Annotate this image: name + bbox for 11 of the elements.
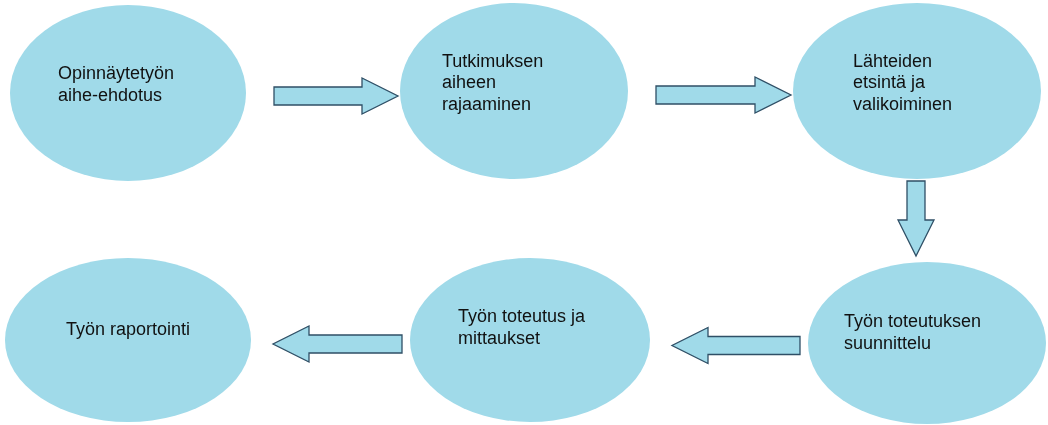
block-arrow bbox=[271, 324, 403, 364]
step-label: Työn raportointi bbox=[65, 319, 191, 341]
step-label: Työn toteutus ja mittaukset bbox=[458, 306, 587, 350]
block-arrow bbox=[896, 180, 936, 258]
block-arrow bbox=[273, 76, 400, 116]
block-arrow bbox=[670, 326, 801, 365]
block-arrow bbox=[655, 75, 793, 115]
step-label: Työn toteutuksen suunnittelu bbox=[844, 311, 983, 355]
step-label: Lähteiden etsintä ja valikoiminen bbox=[853, 50, 954, 116]
step-label: Opinnäytetyön aihe-ehdotus bbox=[58, 63, 176, 107]
step-label: Tutkimuksen aiheen rajaaminen bbox=[442, 50, 545, 116]
